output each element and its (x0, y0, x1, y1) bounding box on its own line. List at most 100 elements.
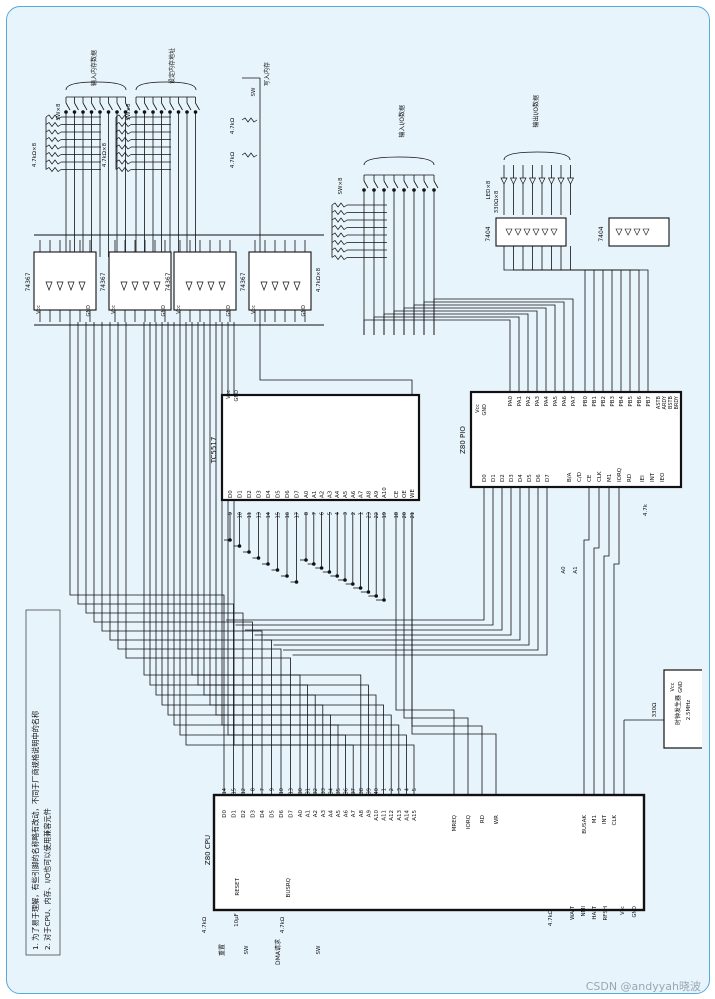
pio-vcc-label: Vcc (475, 404, 481, 413)
pio-pin-C/D: C/D (577, 472, 583, 482)
pio-pin-PB1: PB1 (592, 396, 598, 407)
pio-pin-PA3: PA3 (535, 396, 541, 407)
ram-pin-number: 16 (285, 512, 291, 518)
cpu-pin-number: 39 (366, 788, 372, 794)
cpu-pin-number: 15 (232, 788, 238, 794)
cpu-pin-number: 13 (289, 788, 295, 794)
ram-pin-number: 5 (327, 512, 333, 515)
pio-pin-PB2: PB2 (601, 396, 607, 407)
z80-cpu-chip (212, 793, 646, 912)
cpu-pin-A15: A15 (412, 810, 418, 821)
pio-a0-tag: A0 (561, 566, 567, 574)
ram-pin-number: 23 (366, 512, 372, 518)
junction-dot (372, 188, 376, 192)
buffer-gate (260, 281, 268, 291)
ram-pin-D1: D1 (238, 490, 244, 498)
pio-pin-PA7: PA7 (571, 396, 577, 407)
cpu-pin-A6: A6 (344, 810, 350, 818)
pio-pin-ASTB: ASTB (656, 395, 662, 409)
io-resistor-label: 4.7kΩ×8 (316, 267, 322, 292)
pio-pin-B/A: B/A (567, 472, 573, 482)
cpu-pin-D7: D7 (289, 809, 295, 817)
ram-pin-A1: A1 (312, 491, 318, 498)
cpu-pin-number: 7 (260, 788, 266, 791)
cpu-pin-A10: A10 (374, 810, 380, 821)
cpu-pin-INT: INT (602, 814, 608, 824)
ram-pin-number: 3 (343, 512, 349, 515)
ram-pin-number: 1 (359, 512, 365, 515)
resistor-array-label-1: 4.7kΩ×8 (32, 142, 38, 167)
buffer-vcc-label: Vcc (36, 305, 42, 314)
write-resistor-label: 4.7kΩ (230, 118, 236, 134)
pio-pin-PB4: PB4 (619, 396, 625, 407)
switch-label-1: SW×8 (56, 103, 62, 121)
cpu-pin-A14: A14 (404, 810, 410, 821)
ram-pin-A5: A5 (343, 490, 349, 498)
ram-pin-A7: A7 (359, 490, 365, 498)
pio-pin-IEI: IEI (640, 475, 646, 482)
buffer-gate (282, 281, 290, 291)
pio-pin-IORQ: IORQ (617, 467, 623, 482)
cpu-pin-A12: A12 (389, 810, 395, 821)
cpu-pin-A7: A7 (351, 810, 357, 818)
ram-pin-number: 17 (295, 512, 301, 518)
cpu-pin-BUSAK: BUSAK (582, 815, 588, 834)
pio-pin-PB3: PB3 (610, 396, 616, 407)
cpu-gnd-label: GND (632, 906, 638, 918)
pio-a1-tag: A1 (573, 566, 579, 573)
cpu-pin-number: 12 (241, 788, 247, 794)
caption-output-io-data: 输出I/O数据 (532, 95, 540, 128)
buffer-gate (67, 281, 75, 291)
ram-pin-number: 8 (304, 512, 310, 515)
pio-pin-PA4: PA4 (544, 396, 550, 407)
pullup-resistor (115, 151, 132, 158)
pio-pin-PA6: PA6 (562, 396, 568, 407)
inverter-name-2: 7404 (598, 226, 605, 241)
pullup-resistor (45, 136, 62, 143)
led-resistor-label: 330Ω×8 (494, 190, 500, 213)
ram-pin-number: 9 (228, 512, 234, 515)
pio-name: Z80 PIO (459, 426, 467, 454)
ram-pin-A10: A10 (382, 487, 388, 498)
junction-dot (98, 110, 102, 114)
tc5517-ram-chip (220, 393, 421, 502)
buffer-gate (293, 281, 301, 291)
cpu-pin-NMI: NMI (581, 906, 587, 917)
buffer-gate (120, 281, 128, 291)
pio-gnd-label: GND (482, 404, 488, 416)
junction-dot (392, 188, 396, 192)
cpu-pin-number: 10 (279, 788, 285, 794)
cpu-pin-A4: A4 (328, 810, 334, 818)
pullup-resistor (331, 232, 348, 238)
cpu-pin-HALT: HALT (592, 905, 598, 919)
cpu-pin-number: 35 (336, 788, 342, 794)
ram-pin-D7: D7 (295, 490, 301, 498)
led-icon (509, 177, 518, 185)
buffer-gate (56, 281, 64, 291)
junction-dot (382, 188, 386, 192)
reset-cap-label: 10μF (234, 913, 240, 927)
pullup-resistor (331, 224, 348, 231)
clock-frequency-label: 2.5MHz (686, 700, 692, 721)
cpu-pin-D0: D0 (222, 809, 228, 817)
switch-label-2: SW×8 (126, 103, 132, 121)
cpu-pin-D1: D1 (232, 810, 238, 818)
ram-pin-WE: WE (410, 489, 416, 498)
cpu-pin-A9: A9 (366, 810, 372, 818)
buffer-gate (271, 281, 279, 291)
cpu-pin-A5: A5 (336, 810, 342, 818)
notes-box (25, 609, 61, 956)
cpu-pin-number: 30 (298, 788, 304, 794)
ram-pin-A4: A4 (335, 490, 341, 498)
write-resistor-label-2: 4.7kΩ (230, 152, 236, 168)
cpu-pin-D2: D2 (241, 810, 247, 818)
buffer-name: 74367 (100, 272, 107, 291)
led-icon (538, 177, 546, 185)
pullup-resistor (45, 159, 62, 165)
cpu-pin-A1: A1 (306, 810, 312, 817)
buffer-74367-1 (33, 251, 97, 311)
buffer-gate (142, 281, 150, 291)
ram-pin-D6: D6 (285, 490, 291, 498)
pullup-resistor (45, 129, 62, 135)
cpu-pin-D3: D3 (251, 809, 257, 817)
